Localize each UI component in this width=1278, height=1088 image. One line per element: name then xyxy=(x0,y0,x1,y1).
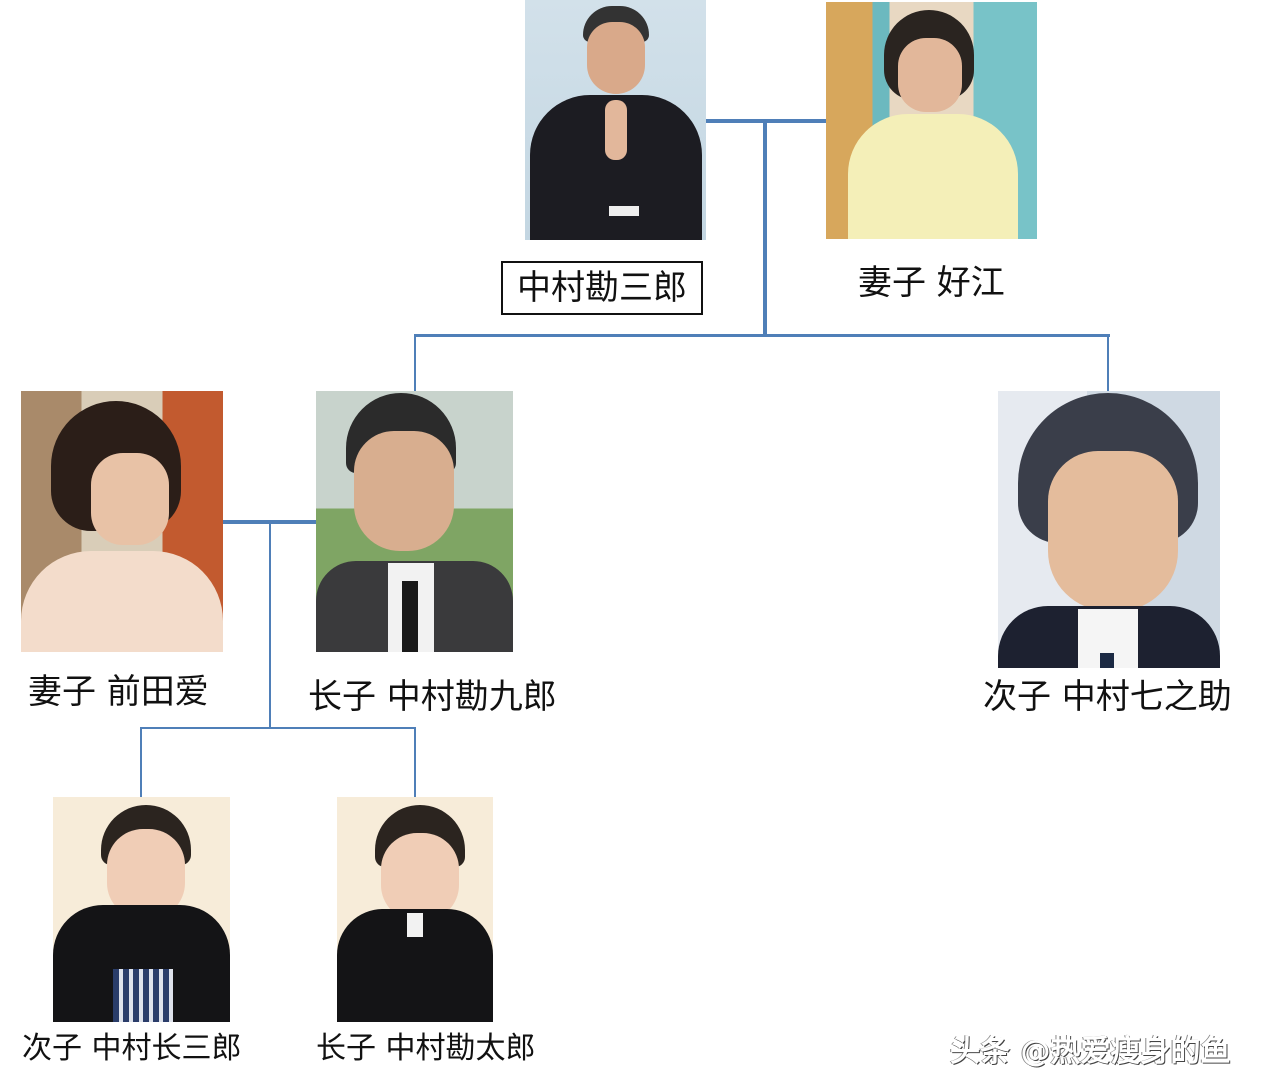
eldest-son-photo xyxy=(316,391,513,652)
watermark: 头条 @热爱瘦身的鱼 xyxy=(950,1034,1231,1069)
connector-children-1 xyxy=(414,334,1110,337)
connector-couple-2-down xyxy=(269,522,271,728)
grandson-eldest-name: 长子 中村勘太郎 xyxy=(316,1031,536,1066)
connector-to-grandson-second xyxy=(140,727,142,797)
eldest-son-wife-photo xyxy=(21,391,223,652)
eldest-son-wife-name: 妻子 前田爱 xyxy=(28,672,209,712)
connector-to-eldest-son xyxy=(414,334,416,392)
patriarch-wife-name: 妻子 好江 xyxy=(858,263,1005,303)
patriarch-wife-photo xyxy=(826,2,1037,239)
second-son-photo xyxy=(998,391,1220,668)
connector-to-grandson-eldest xyxy=(414,727,416,797)
connector-children-2 xyxy=(140,727,416,729)
patriarch-photo xyxy=(525,0,706,240)
grandson-second-photo xyxy=(53,797,230,1022)
grandson-eldest-photo xyxy=(337,797,493,1022)
eldest-son-name: 长子 中村勘九郎 xyxy=(308,677,557,717)
patriarch-name: 中村勘三郎 xyxy=(501,261,703,315)
connector-to-second-son xyxy=(1107,334,1109,392)
second-son-name: 次子 中村七之助 xyxy=(983,677,1232,717)
connector-couple-1-down xyxy=(763,121,767,335)
grandson-second-name: 次子 中村长三郎 xyxy=(22,1031,242,1066)
